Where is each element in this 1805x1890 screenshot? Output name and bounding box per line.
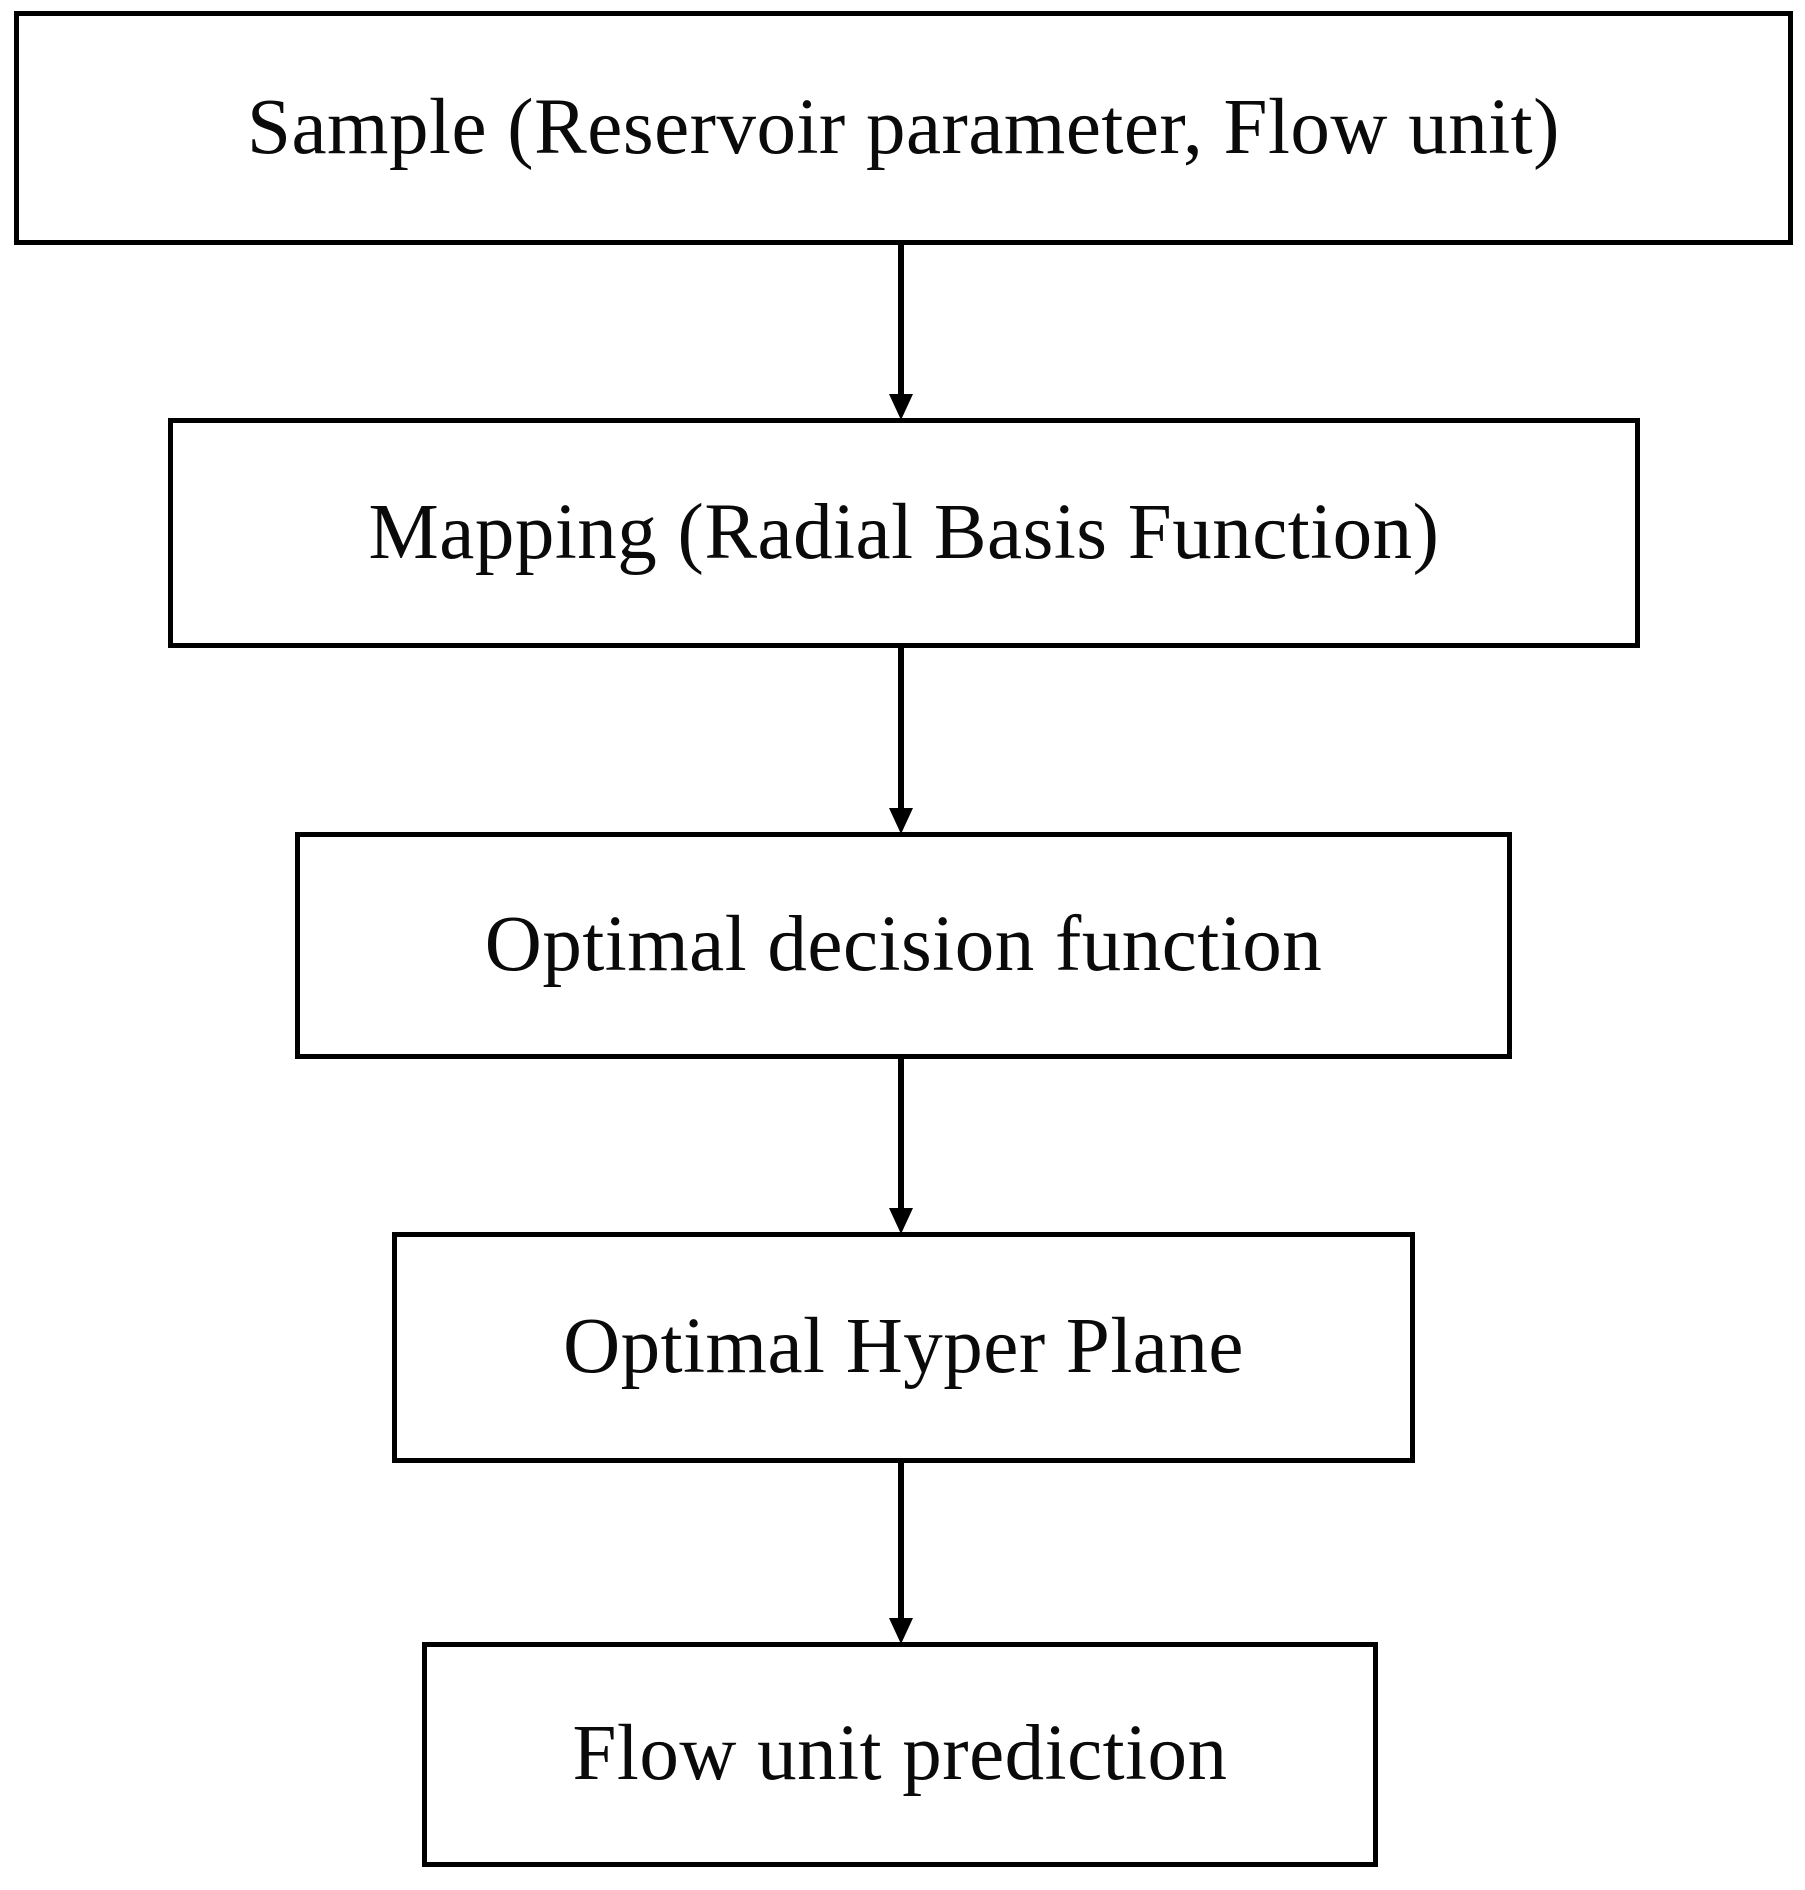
arrow-shaft xyxy=(898,648,904,816)
node-label-mapping: Mapping (Radial Basis Function) xyxy=(368,488,1440,576)
flowchart-node-sample[interactable]: Sample (Reservoir parameter, Flow unit) xyxy=(14,11,1793,245)
flowchart-node-optimal-hyper-plane[interactable]: Optimal Hyper Plane xyxy=(392,1232,1415,1463)
arrow-head-down-icon xyxy=(889,808,913,834)
arrow-shaft xyxy=(898,245,904,403)
arrow-decision-to-hyperplane xyxy=(884,1058,918,1234)
arrow-shaft xyxy=(898,1058,904,1216)
node-label-hyperplane: Optimal Hyper Plane xyxy=(563,1303,1244,1391)
arrow-head-down-icon xyxy=(889,394,913,420)
arrow-head-down-icon xyxy=(889,1618,913,1644)
arrow-sample-to-mapping xyxy=(884,245,918,420)
flowchart-node-mapping[interactable]: Mapping (Radial Basis Function) xyxy=(168,418,1640,648)
node-label-sample: Sample (Reservoir parameter, Flow unit) xyxy=(247,83,1560,171)
arrow-mapping-to-decision xyxy=(884,648,918,834)
flowchart-node-optimal-decision-function[interactable]: Optimal decision function xyxy=(295,832,1512,1059)
arrow-head-down-icon xyxy=(889,1208,913,1234)
arrow-hyperplane-to-prediction xyxy=(884,1462,918,1644)
node-label-prediction: Flow unit prediction xyxy=(572,1710,1228,1798)
arrow-shaft xyxy=(898,1462,904,1626)
flowchart-node-flow-unit-prediction[interactable]: Flow unit prediction xyxy=(422,1642,1378,1867)
node-label-decision: Optimal decision function xyxy=(484,901,1323,989)
